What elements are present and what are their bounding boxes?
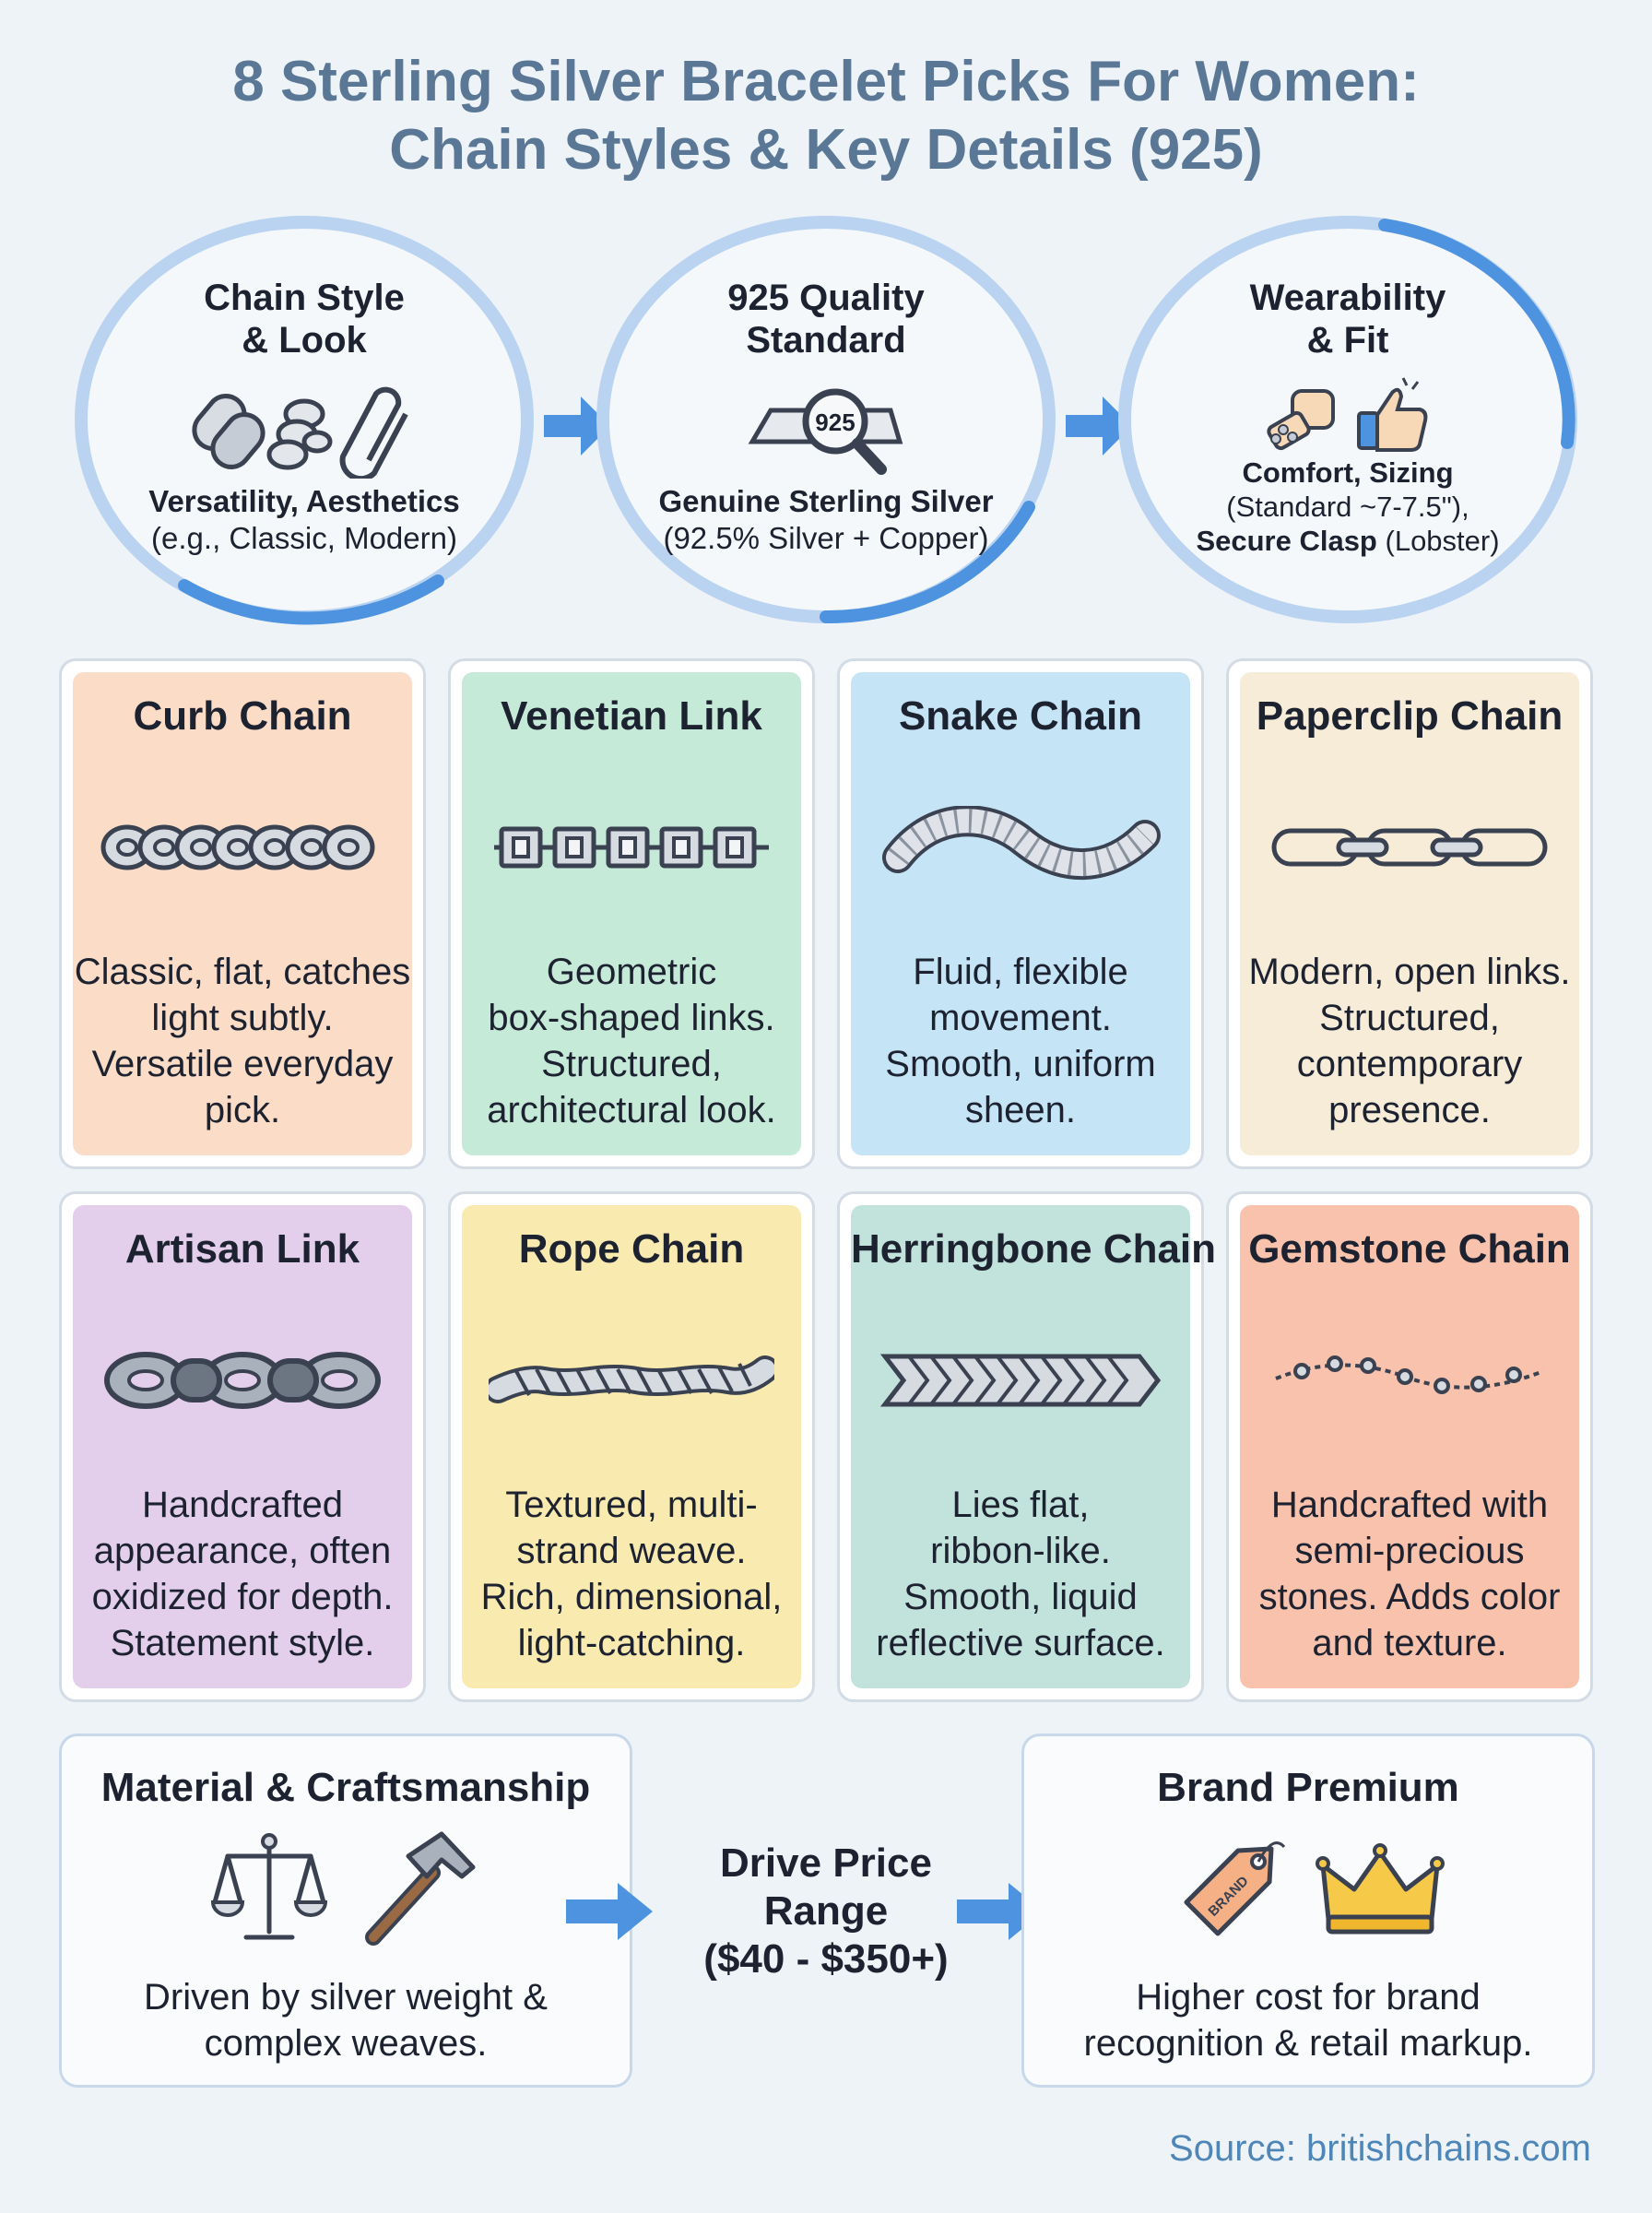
gemstone-chain-icon: [1240, 1325, 1579, 1436]
source-credit: Source: britishchains.com: [1169, 2128, 1591, 2169]
factor-strong: Comfort, Sizing: [1242, 456, 1454, 489]
card-title: Artisan Link: [124, 1226, 360, 1272]
box-description: Driven by silver weight &complex weaves.: [144, 1977, 548, 2064]
rope-chain-icon: [462, 1325, 801, 1436]
scales-icon: [210, 1833, 328, 1940]
card-title: Paperclip Chain: [1256, 693, 1564, 739]
paperclip-icon: [339, 386, 408, 479]
curb-chain-icon: [73, 792, 412, 903]
factor-content: 925 Quality Standard 925 Genuine Sterlin…: [596, 277, 1056, 557]
factor-strong-2: Secure Clasp: [1196, 525, 1377, 557]
factor-content: Wearability & Fit: [1117, 277, 1578, 558]
factor-chain-style: Chain Style & Look: [74, 212, 535, 627]
factor-heading: Chain Style & Look: [204, 278, 405, 361]
snake-chain-icon: [851, 792, 1190, 903]
chain-card-artisan: Artisan Link Handcraft: [59, 1191, 426, 1702]
factor-wearability: Wearability & Fit: [1117, 212, 1578, 627]
flow-arrow-icon: [544, 396, 610, 456]
card-background: Curb Chain: [73, 672, 412, 1155]
factor-text: (92.5% Silver + Copper): [663, 521, 989, 555]
card-description: Modern, open links.Structured, contempor…: [1248, 952, 1571, 1130]
chain-card-paperclip: Paperclip Chain Modern, open links.Struc…: [1226, 658, 1593, 1169]
crown-icon: [1316, 1843, 1445, 1935]
factor-quality-standard: 925 Quality Standard 925 Genuine Sterlin…: [596, 212, 1056, 627]
card-background: Artisan Link Handcraft: [73, 1205, 412, 1688]
chain-card-venetian: Venetian Link Geomet: [448, 658, 815, 1169]
page-title-line2: Chain Styles & Key Details (925): [389, 118, 1263, 182]
factor-heading: 925 Quality Standard: [727, 278, 925, 361]
flow-arrow-icon: [566, 1883, 653, 1940]
page-title-line1: 8 Sterling Silver Bracelet Picks For Wom…: [232, 50, 1420, 113]
paperclip-chain-icon: [1240, 792, 1579, 903]
card-title: Curb Chain: [133, 693, 352, 739]
rope-knot-icon: [266, 398, 333, 470]
stamp-925-text: 925: [815, 408, 855, 436]
card-title: Snake Chain: [898, 693, 1143, 739]
brand-tag-icon: BRAND: [1184, 1841, 1286, 1936]
card-description: Textured, multi-strand weave. Rich, dime…: [480, 1485, 783, 1663]
factor-flow: Chain Style & Look: [0, 212, 1652, 627]
chain-link-icon: [192, 394, 266, 469]
factor-heading: Wearability & Fit: [1249, 278, 1446, 361]
thumbs-up-icon: [1357, 377, 1428, 452]
wrist-bracelet-icon: [1267, 389, 1335, 451]
card-title: Gemstone Chain: [1248, 1226, 1571, 1272]
card-title: Rope Chain: [518, 1226, 745, 1272]
hammer-icon: [365, 1831, 476, 1946]
card-title: Venetian Link: [501, 693, 762, 739]
venetian-chain-icon: [462, 792, 801, 903]
factor-text: (e.g., Classic, Modern): [151, 521, 457, 555]
box-title: Material & Craftsmanship: [100, 1765, 591, 1810]
card-title: Herringbone Chain: [851, 1226, 1217, 1272]
material-craftsmanship-box: Material & Craftsmanship Driven by silve…: [59, 1734, 632, 2088]
artisan-chain-icon: [73, 1325, 412, 1436]
box-icons: [62, 1819, 630, 1958]
box-icons: BRAND: [1024, 1819, 1592, 1958]
herringbone-chain-icon: [851, 1325, 1190, 1436]
factor-icons: [74, 373, 535, 483]
factor-content: Chain Style & Look: [74, 277, 535, 557]
flow-arrow-icon: [1066, 396, 1132, 456]
card-background: Rope Chain Textured, multi-stra: [462, 1205, 801, 1688]
box-title: Brand Premium: [1157, 1765, 1459, 1810]
factor-icons: 925: [596, 373, 1056, 483]
chain-card-herringbone: Herringbone Chain Lies flat,ribbon-like.…: [837, 1191, 1217, 1702]
factor-text-2: (Lobster): [1385, 525, 1500, 557]
drive-price-range-label: Drive Price Range ($40 - $350+): [703, 1840, 949, 1982]
factor-strong: Genuine Sterling Silver: [658, 484, 994, 518]
chain-card-curb: Curb Chain: [59, 658, 426, 1169]
silver-bar-magnifier-icon: 925: [748, 388, 903, 475]
factor-ring: [1118, 216, 1577, 623]
card-background: Venetian Link Geomet: [462, 672, 801, 1155]
card-background: Paperclip Chain Modern, open links.Struc…: [1240, 672, 1579, 1155]
brand-premium-box: Brand Premium BRAND Higher cost for bran…: [1021, 1734, 1595, 2088]
factor-text: (Standard ~7-7.5"),: [1226, 491, 1469, 523]
page-title: 8 Sterling Silver Bracelet Picks For Wom…: [0, 48, 1652, 184]
chain-card-rope: Rope Chain Textured, multi-stra: [448, 1191, 815, 1702]
factor-clasp-line: Secure Clasp (Lobster): [1117, 524, 1578, 558]
factor-icons: [1117, 373, 1578, 456]
factor-strong: Versatility, Aesthetics: [148, 484, 460, 518]
card-background: Herringbone Chain Lies flat,ribbon-like.…: [851, 1205, 1217, 1688]
